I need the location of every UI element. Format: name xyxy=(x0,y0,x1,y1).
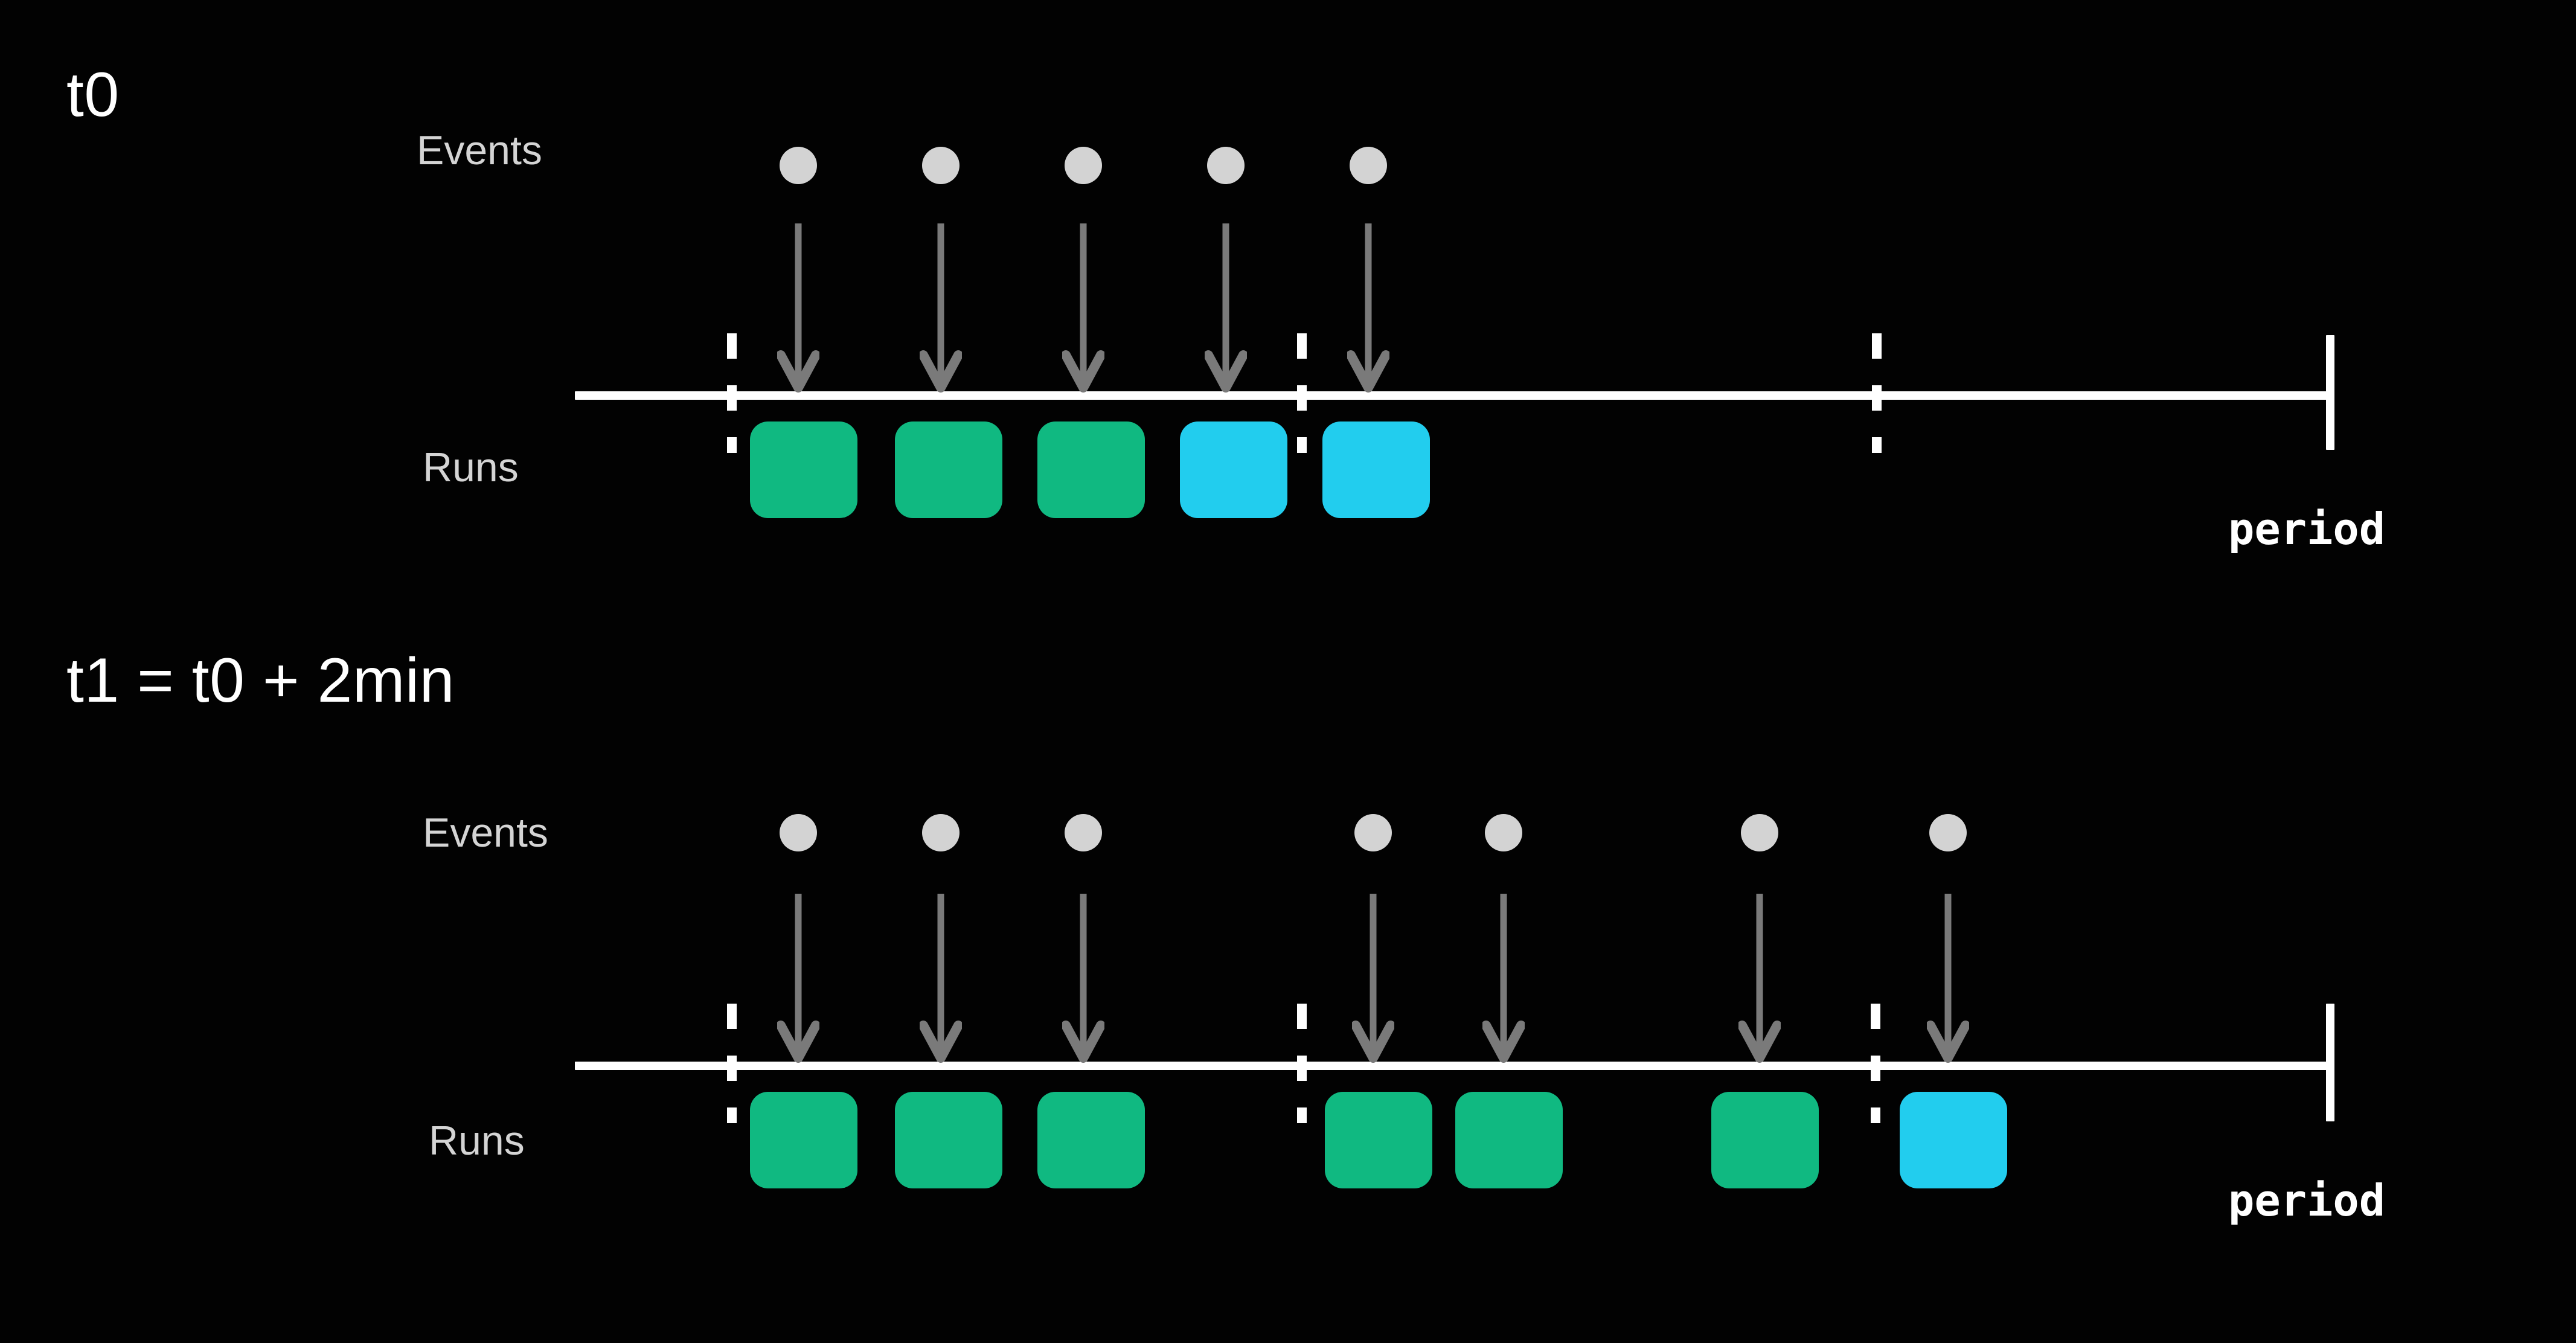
period-boundary-t1-3 xyxy=(1871,1004,1880,1123)
run-box xyxy=(750,421,857,518)
timeline-title-t0: t0 xyxy=(66,60,120,130)
run-box xyxy=(1900,1092,2007,1188)
run-box xyxy=(1037,1092,1145,1188)
timeline-axis-t0 xyxy=(575,391,2331,400)
event-arrow xyxy=(1738,894,1781,1063)
event-dot xyxy=(1065,147,1102,184)
event-dot xyxy=(922,814,960,851)
period-boundary-t0-3 xyxy=(1872,333,1882,453)
event-arrow xyxy=(1347,223,1389,393)
event-arrow xyxy=(920,223,962,393)
runs-row-label-t1: Runs xyxy=(429,1118,525,1164)
event-dot xyxy=(922,147,960,184)
event-dot xyxy=(1207,147,1245,184)
run-box xyxy=(1037,421,1145,518)
run-box xyxy=(1180,421,1287,518)
run-box xyxy=(1455,1092,1563,1188)
run-box xyxy=(1322,421,1430,518)
event-arrow xyxy=(1352,894,1394,1063)
run-box xyxy=(750,1092,857,1188)
event-dot xyxy=(1350,147,1387,184)
run-box xyxy=(895,1092,1002,1188)
event-arrow xyxy=(920,894,962,1063)
period-label-t0: period xyxy=(2228,504,2386,554)
event-dot xyxy=(780,814,817,851)
event-dot xyxy=(1354,814,1392,851)
run-box xyxy=(1325,1092,1432,1188)
event-dot xyxy=(780,147,817,184)
period-boundary-t0-2 xyxy=(1297,333,1307,453)
event-arrow xyxy=(1927,894,1969,1063)
event-arrow xyxy=(777,223,819,393)
period-boundary-t1-2 xyxy=(1297,1004,1307,1123)
period-label-t1: period xyxy=(2228,1175,2386,1226)
events-row-label-t0: Events xyxy=(417,127,542,173)
timeline-end-tick-t0 xyxy=(2326,335,2334,450)
runs-row-label-t0: Runs xyxy=(423,444,519,490)
event-arrow xyxy=(777,894,819,1063)
event-dot xyxy=(1929,814,1967,851)
timeline-title-t1: t1 = t0 + 2min xyxy=(66,646,455,716)
period-boundary-t1-1 xyxy=(727,1004,737,1123)
event-dot xyxy=(1741,814,1778,851)
event-dot xyxy=(1065,814,1102,851)
run-box xyxy=(895,421,1002,518)
event-arrow xyxy=(1205,223,1247,393)
event-arrow xyxy=(1062,894,1104,1063)
period-boundary-t0-1 xyxy=(727,333,737,453)
run-box xyxy=(1711,1092,1819,1188)
events-row-label-t1: Events xyxy=(423,810,548,856)
event-arrow xyxy=(1062,223,1104,393)
timeline-end-tick-t1 xyxy=(2326,1004,2334,1121)
event-dot xyxy=(1485,814,1522,851)
event-arrow xyxy=(1482,894,1525,1063)
timeline-axis-t1 xyxy=(575,1062,2331,1070)
